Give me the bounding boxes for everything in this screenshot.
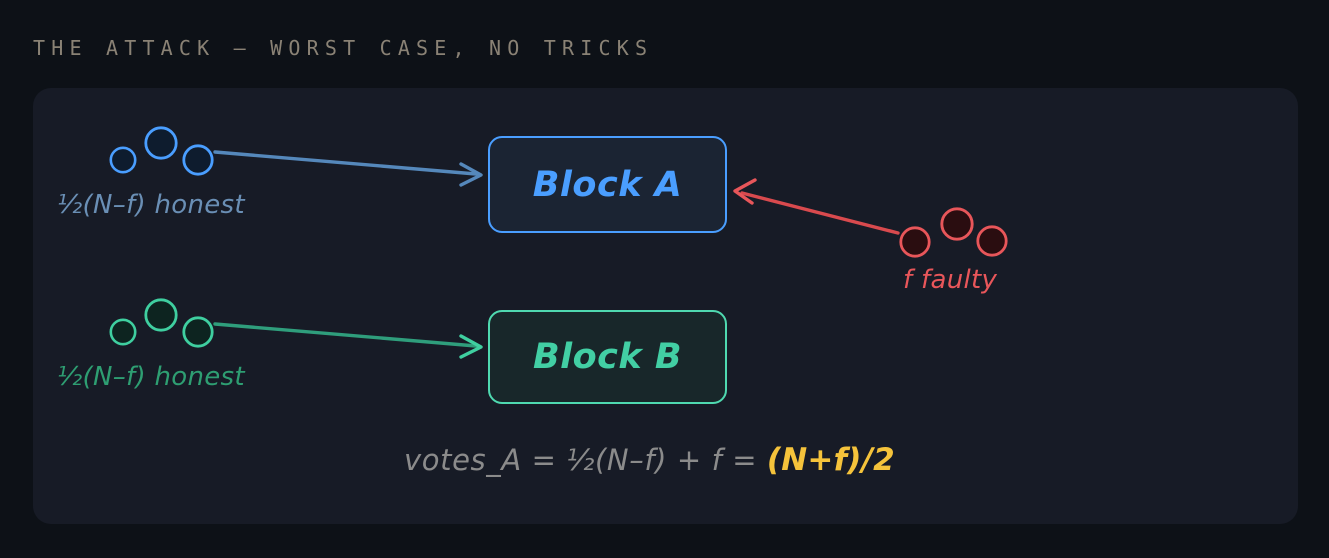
block-a-label: Block A	[532, 164, 683, 205]
honest-node-blue-2	[144, 126, 178, 160]
node-cluster-honest-b	[109, 298, 214, 348]
faulty-node-2	[940, 207, 974, 241]
honest-b-cluster-label: ½(N–f) honest	[57, 362, 245, 392]
page-title: THE ATTACK — WORST CASE, NO TRICKS	[33, 36, 654, 60]
block-a-box[interactable]: Block A	[488, 136, 727, 233]
block-b-box[interactable]: Block B	[488, 310, 727, 404]
formula-expression: votes_A = ½(N–f) + f =	[404, 443, 767, 477]
block-b-label: Block B	[532, 337, 683, 377]
faulty-node-1	[899, 226, 931, 258]
arrow-honest-a-to-block-a	[213, 150, 483, 187]
node-cluster-faulty	[899, 207, 1008, 258]
arrow-honest-b-to-block-b	[213, 322, 483, 359]
faulty-node-3	[976, 225, 1008, 257]
honest-node-blue-3	[182, 144, 214, 176]
honest-a-cluster-label: ½(N–f) honest	[57, 190, 245, 220]
honest-node-green-3	[182, 316, 214, 348]
votes-formula: votes_A = ½(N–f) + f = (N+f)/2	[404, 442, 895, 478]
formula-result: (N+f)/2	[766, 442, 895, 478]
faulty-cluster-label: f faulty	[903, 265, 998, 295]
node-cluster-honest-a	[109, 126, 214, 176]
arrow-faulty-to-block-a	[733, 178, 900, 235]
honest-node-green-1	[109, 318, 137, 346]
honest-node-blue-1	[109, 146, 137, 174]
honest-node-green-2	[144, 298, 178, 332]
